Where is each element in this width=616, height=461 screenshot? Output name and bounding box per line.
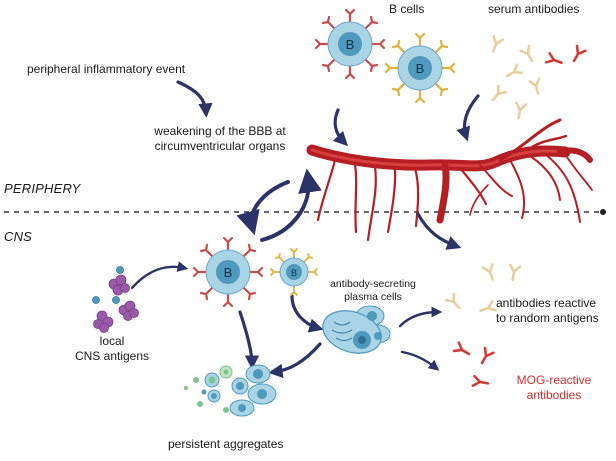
- label-b-cells: B cells: [389, 2, 425, 16]
- label-plasma-line1: antibody-secreting: [330, 278, 416, 290]
- label-random-line2: to random antigens: [496, 311, 599, 325]
- blood-vessel: [306, 118, 593, 242]
- label-mog-line1: MOG-reactive: [516, 373, 592, 387]
- label-plasma-cells: antibody-secreting plasma cells: [318, 278, 428, 304]
- b-cell-gold-receptors: B: [384, 32, 456, 104]
- arrow-plasma-to-random-antibodies: [398, 306, 443, 328]
- label-local-antigens: local CNS antigens: [62, 334, 162, 364]
- arrow-cns-to-periphery: [260, 168, 322, 242]
- label-periphery: PERIPHERY: [4, 181, 81, 196]
- b-letter: B: [346, 37, 355, 52]
- serum-antibodies: [487, 35, 587, 121]
- arrow-antigens-to-bcell: [130, 261, 189, 290]
- b-cell-red-receptors: B: [314, 8, 386, 80]
- mog-antibodies: [452, 341, 495, 390]
- arrow-small-bcell-to-plasma: [290, 294, 324, 333]
- label-weakening-line2: circumventricular organs: [154, 139, 286, 153]
- arrow-plasma-to-aggregates: [268, 342, 322, 379]
- b-letter: B: [291, 268, 297, 278]
- label-mog-antibodies: MOG-reactive antibodies: [502, 373, 606, 403]
- label-weakening-line1: weakening of the BBB at: [154, 124, 286, 138]
- periphery-cns-divider: [4, 209, 606, 215]
- plasma-cells: [322, 305, 391, 354]
- b-cell-small-gold: B: [270, 248, 318, 296]
- b-letter: B: [416, 61, 425, 76]
- local-cns-antigens: [92, 266, 139, 333]
- arrow-vessel-to-cns-antibodies: [416, 212, 462, 250]
- arrows: [130, 80, 480, 379]
- arrow-bcell-to-aggregates: [238, 310, 260, 370]
- b-cell-cns: B: [192, 236, 264, 308]
- arrow-periphery-to-cns: [236, 180, 290, 236]
- persistent-aggregates: [184, 364, 277, 417]
- arrow-bcells-to-vessel: [332, 108, 349, 147]
- label-plasma-line2: plasma cells: [344, 291, 402, 303]
- label-peripheral-event: peripheral inflammatory event: [27, 62, 186, 76]
- label-weakening: weakening of the BBB at circumventricula…: [140, 124, 300, 154]
- b-letter: B: [224, 265, 233, 280]
- label-local-line1: local: [99, 334, 125, 348]
- label-mog-line2: antibodies: [526, 388, 582, 402]
- label-local-line2: CNS antigens: [74, 349, 150, 363]
- arrow-plasma-to-mog-antibodies: [400, 350, 440, 371]
- label-random-antibodies: antibodies reactive to random antigens: [496, 296, 599, 326]
- label-persistent-aggregates: persistent aggregates: [168, 437, 284, 451]
- label-cns: CNS: [4, 229, 33, 244]
- label-serum-antibodies: serum antibodies: [488, 2, 580, 16]
- arrow-event-to-bbb: [176, 80, 213, 118]
- arrow-serum-to-vessel: [456, 94, 480, 142]
- label-random-line1: antibodies reactive: [496, 296, 597, 310]
